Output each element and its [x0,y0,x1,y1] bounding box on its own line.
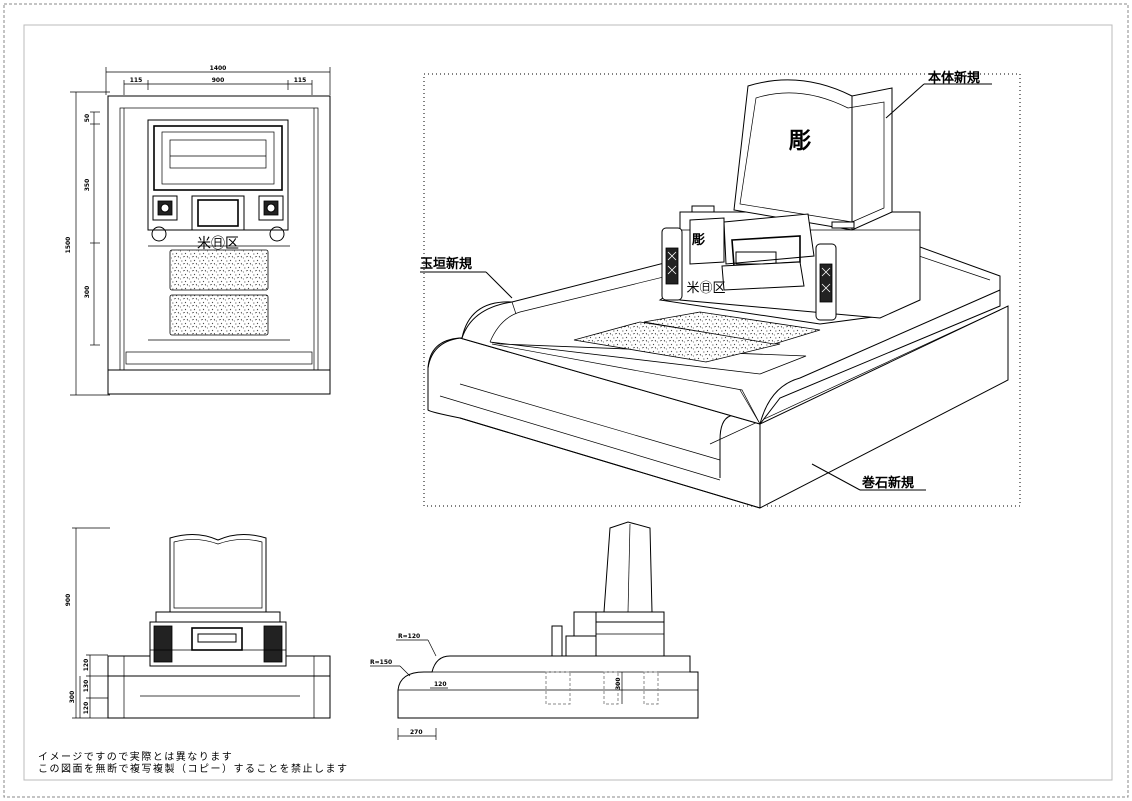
vase-mark: 米㊐区 [197,236,239,252]
carve-mark-small: 彫 [691,233,705,248]
dim-text: 1500 [65,237,72,254]
dim-text: 1400 [210,65,227,72]
note-line-1: イメージですので実際とは異なります [38,750,233,763]
dim-text: 120 [83,659,90,672]
notes: イメージですので実際とは異なります この図面を無断で複写複製（コピー）することを… [38,750,349,775]
label-honntai-text: 本体新規 [928,70,980,86]
dim-text: R=150 [370,659,392,666]
left-lantern [661,227,683,301]
perspective-view: 彫 彫 米㊐区 本体新規 [420,70,1021,509]
section-profile: R=150 R=120 120 300 270 [370,521,699,740]
right-lantern [815,243,837,321]
dim-text: 120 [83,702,90,715]
dim-text: 130 [83,680,90,693]
dim-text: 900 [65,594,72,607]
dim-text: 50 [84,114,91,122]
dim-text: 115 [130,77,143,84]
dim-text: 350 [84,179,91,192]
dim-text: 300 [615,677,622,690]
dim-text: R=120 [398,633,420,640]
dim-text: 270 [410,729,423,736]
label-tamagaki: 玉垣新規 [420,256,513,299]
label-makiishi-text: 巻石新規 [861,475,914,491]
vase-mark-perspective: 米㊐区 [686,281,725,296]
dim-text: 300 [69,691,76,704]
label-tamagaki-text: 玉垣新規 [420,256,472,272]
label-makiishi: 巻石新規 [811,463,926,491]
side-elevation: 900 120 130 300 120 [65,527,331,719]
front-elevation: 1400 115 900 115 1500 50 350 300 [65,65,331,396]
dim-text: 300 [84,286,91,299]
dim-text: 120 [434,681,447,688]
note-line-2: この図面を無断で複写複製（コピー）することを禁止します [38,762,349,775]
dim-side-height: 900 120 130 300 120 [65,527,110,719]
main-stone: 彫 [733,79,893,231]
carve-mark-main: 彫 [789,129,811,154]
floor-plates [489,311,821,375]
dim-front-width: 1400 115 900 115 [105,65,331,95]
altar-block: 彫 [689,205,855,291]
label-honntai: 本体新規 [885,70,992,119]
dim-text: 115 [294,77,307,84]
dim-front-height: 1500 50 350 300 [65,91,110,396]
dim-profile: R=150 R=120 120 300 270 [370,633,623,740]
dim-text: 900 [212,77,225,84]
sheet-border [3,3,1129,798]
